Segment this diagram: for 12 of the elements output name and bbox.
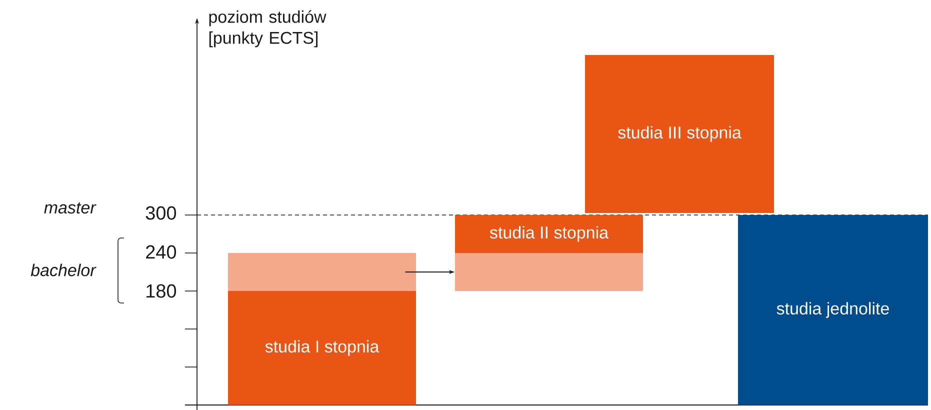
study-block: studia I stopnia [228,291,416,405]
band [228,253,416,291]
study-block: studia III stopnia [585,55,774,213]
tick-label: 180 [146,284,176,298]
study-block: studia II stopnia [455,215,643,253]
band [455,253,643,291]
tick-label: 300 [146,206,176,220]
axis-title: poziom studiów [punkty ECTS] [209,10,326,48]
axis-annotation: master [44,202,96,214]
study-block: studia jednolite [738,215,928,405]
tick-label: 240 [146,245,176,259]
axis-annotation: bachelor [30,264,96,276]
